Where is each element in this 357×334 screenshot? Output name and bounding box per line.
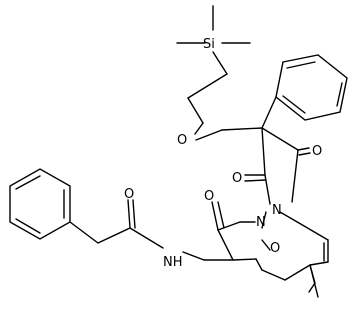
ring-nitrogen-label: N: [256, 215, 266, 230]
phenyl-ring-left: [9, 168, 71, 240]
amide-nh-label: NH: [163, 255, 183, 270]
bridge-nitrogen-label: N: [272, 203, 282, 218]
silicon-label: Si: [203, 37, 215, 52]
phenyl-ring-top-right: [275, 54, 348, 121]
lactam-carbonyl: [211, 201, 225, 231]
carbonyl-oxygen-right-label: O: [312, 144, 322, 159]
acetamide-linker: [69, 199, 234, 261]
amide-oxygen-label: O: [124, 187, 134, 202]
lactam-oxygen-label: O: [204, 189, 214, 204]
glyoxyl-backbone: [221, 127, 311, 205]
ether-oxygen-label: O: [177, 133, 187, 148]
phenyl-to-alpha-carbon-bond: [261, 96, 277, 129]
ester-bond: [195, 129, 223, 141]
trimethylsilyl-group: [176, 5, 251, 75]
carbonyl-oxygen-left-label: O: [232, 171, 242, 186]
ethyl-linker: [187, 73, 228, 135]
methyl-bond: [309, 264, 319, 298]
bridge-oxygen-label: O: [270, 241, 280, 256]
